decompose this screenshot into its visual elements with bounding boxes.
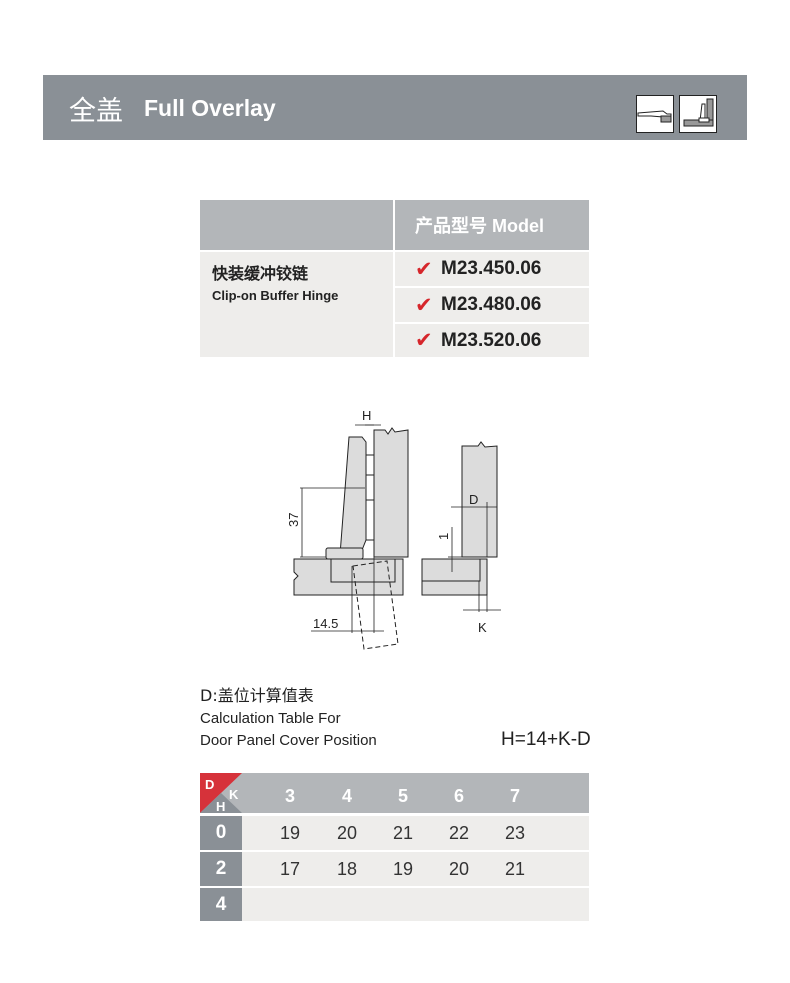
- h-value: 19: [392, 859, 414, 879]
- model-row: ✔ M23.450.06: [395, 252, 589, 286]
- label-37: 37: [286, 513, 301, 527]
- label-1: 1: [436, 533, 451, 540]
- cabinet-side-panel: [373, 427, 409, 558]
- formula: H=14+K-D: [501, 729, 591, 750]
- d-value: 4: [200, 888, 242, 921]
- corner-d: D: [205, 777, 214, 792]
- title-bar: 全盖 Full Overlay: [43, 75, 747, 140]
- model-number: M23.480.06: [441, 294, 542, 315]
- cup-recess: [330, 558, 396, 583]
- h-value: 20: [336, 823, 358, 843]
- k-value: 7: [509, 786, 520, 806]
- label-k: K: [478, 620, 487, 635]
- product-name-cell: 快装缓冲铰链 Clip-on Buffer Hinge: [200, 252, 393, 357]
- h-value: 22: [448, 823, 470, 843]
- h-value: 21: [392, 823, 414, 843]
- corner-h: H: [216, 799, 225, 813]
- overlay-hinge-side-view-icon: [679, 95, 717, 133]
- table-row: [242, 816, 589, 850]
- h-value: 21: [504, 859, 526, 879]
- h-value: 18: [336, 859, 358, 879]
- side-panel-right: [461, 441, 498, 558]
- table-row: [242, 888, 589, 921]
- mounting-plate: [325, 547, 364, 560]
- check-icon: ✔: [415, 257, 433, 281]
- d-value: 2: [200, 852, 242, 886]
- h-value: 19: [279, 823, 301, 843]
- model-number: M23.450.06: [441, 258, 542, 279]
- k-value: 5: [397, 786, 408, 806]
- overlay-hinge-top-view-icon: [636, 95, 674, 133]
- label-h: H: [362, 408, 371, 423]
- h-value: 23: [504, 823, 526, 843]
- model-number: M23.520.06: [441, 329, 542, 351]
- h-value: 17: [279, 859, 301, 879]
- check-icon: ✔: [415, 293, 433, 317]
- hinge-arm: [339, 436, 367, 556]
- corner-k: K: [229, 787, 239, 802]
- product-name-en: Clip-on Buffer Hinge: [212, 288, 339, 303]
- calc-title-en-1: Calculation Table For: [200, 710, 341, 727]
- model-row: ✔ M23.480.06: [395, 288, 589, 322]
- k-value: 4: [341, 786, 352, 806]
- product-name-cn: 快装缓冲铰链: [212, 266, 309, 283]
- d-value: 0: [200, 816, 242, 850]
- label-14-5: 14.5: [313, 616, 338, 631]
- title-cn: 全盖: [69, 96, 123, 127]
- label-d: D: [469, 492, 478, 507]
- table-row: [242, 852, 589, 886]
- check-icon: ✔: [415, 329, 433, 352]
- table-corner: D K H: [200, 773, 242, 813]
- model-row: ✔ M23.520.06: [395, 324, 589, 357]
- model-table-corner: [200, 200, 393, 250]
- k-header-row: [242, 773, 589, 813]
- calc-title-en-2: Door Panel Cover Position: [200, 732, 377, 749]
- cup-outline-dashed: [352, 560, 399, 650]
- calc-title-cn: D:盖位计算值表: [200, 686, 314, 705]
- k-value: 3: [284, 786, 295, 806]
- k-value: 6: [453, 786, 464, 806]
- model-header: 产品型号 Model: [395, 200, 589, 250]
- h-value: 20: [448, 859, 470, 879]
- title-en: Full Overlay: [144, 95, 276, 121]
